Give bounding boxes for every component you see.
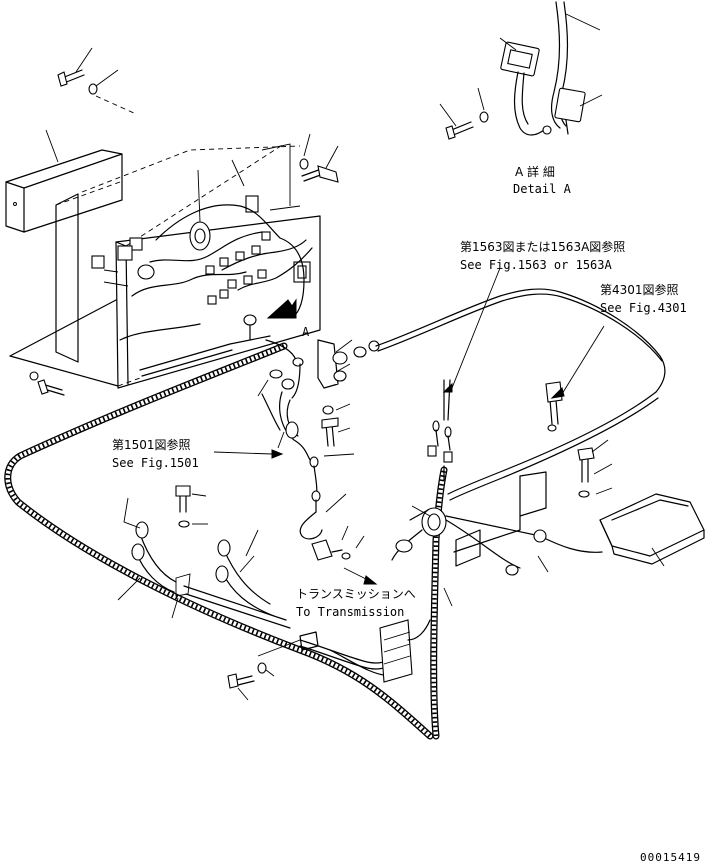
detail-a-marker: A [302,325,310,339]
document-number: 00015419 [640,851,701,864]
detail-a-view: A 詳 細 Detail A [439,1,603,196]
ref-fig1501-en: See Fig.1501 [112,456,199,470]
instrument-panel: A [9,133,339,396]
foot-switch [577,439,705,567]
transmission-label-en: To Transmission [296,605,404,619]
right-cable-route [375,267,666,607]
detail-a-title-en: Detail A [513,182,572,196]
ref-fig1563-jp: 第1563図または1563A図参照 [460,239,625,254]
ref-fig4301-jp: 第4301図参照 [600,282,679,297]
left-connectors [117,485,275,701]
transmission-connectors [257,619,431,683]
ref-fig4301-en: See Fig.4301 [600,301,687,315]
transmission-label-jp: トランスミッションへ [296,587,416,601]
reference-labels: 第1563図または1563A図参照 See Fig.1563 or 1563A … [112,239,687,619]
detail-a-title-jp: A 詳 細 [515,164,555,179]
ref-fig1501-jp: 第1501図参照 [112,437,191,452]
main-harness-conduit [4,342,448,740]
ref-fig1563-en: See Fig.1563 or 1563A [460,258,612,272]
center-wiring [257,339,380,561]
cover-panel [5,47,137,233]
